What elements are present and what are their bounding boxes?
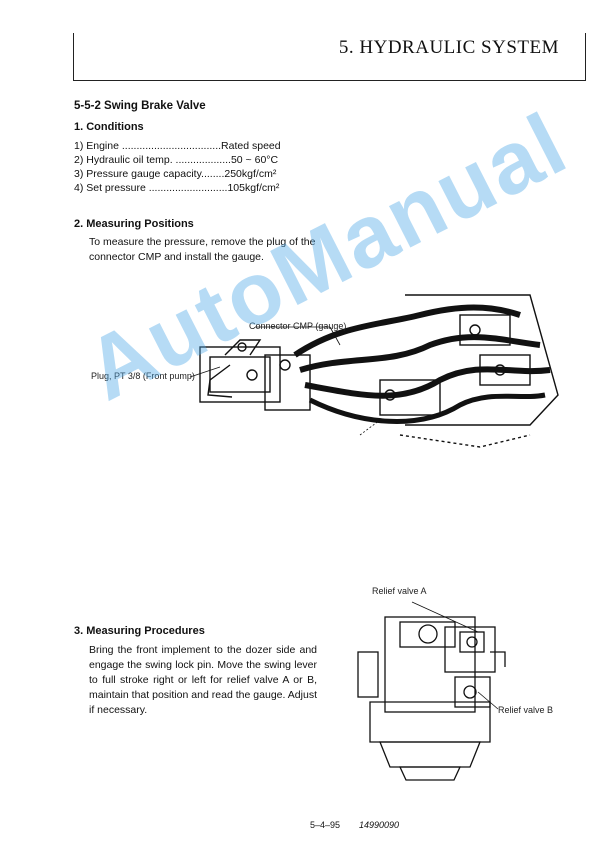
conditions-list: 1) Engine ..............................… <box>74 139 281 195</box>
condition-item: 4) Set pressure ........................… <box>74 182 280 194</box>
header-box: 5. HYDRAULIC SYSTEM <box>73 33 586 81</box>
document-code: 14990090 <box>359 820 400 830</box>
condition-item: 3) Pressure gauge capacity........250kgf… <box>74 168 277 180</box>
measuring-procedures-text: Bring the front implement to the dozer s… <box>89 644 317 716</box>
condition-item: 1) Engine ..............................… <box>74 140 281 152</box>
page-header-title: 5. HYDRAULIC SYSTEM <box>338 37 559 58</box>
relief-valve-illustration <box>357 601 506 781</box>
conditions-heading: 1. Conditions <box>74 121 144 133</box>
condition-item: 2) Hydraulic oil temp. .................… <box>74 154 279 166</box>
page-number: 5–4–95 <box>310 820 341 830</box>
relief-valve-b-label: Relief valve B <box>498 705 554 715</box>
measuring-positions-text: To measure the pressure, remove the plug… <box>89 236 316 263</box>
measuring-positions-heading: 2. Measuring Positions <box>74 218 194 230</box>
connector-illustration <box>189 294 559 448</box>
plug-label: Plug, PT 3/8 (Front pump) <box>91 371 195 381</box>
connector-cmp-label: Connector CMP (gauge) <box>249 321 347 331</box>
relief-valve-a-label: Relief valve A <box>372 586 427 596</box>
measuring-procedures-heading: 3. Measuring Procedures <box>74 625 205 637</box>
section-heading: 5-5-2 Swing Brake Valve <box>74 100 206 112</box>
